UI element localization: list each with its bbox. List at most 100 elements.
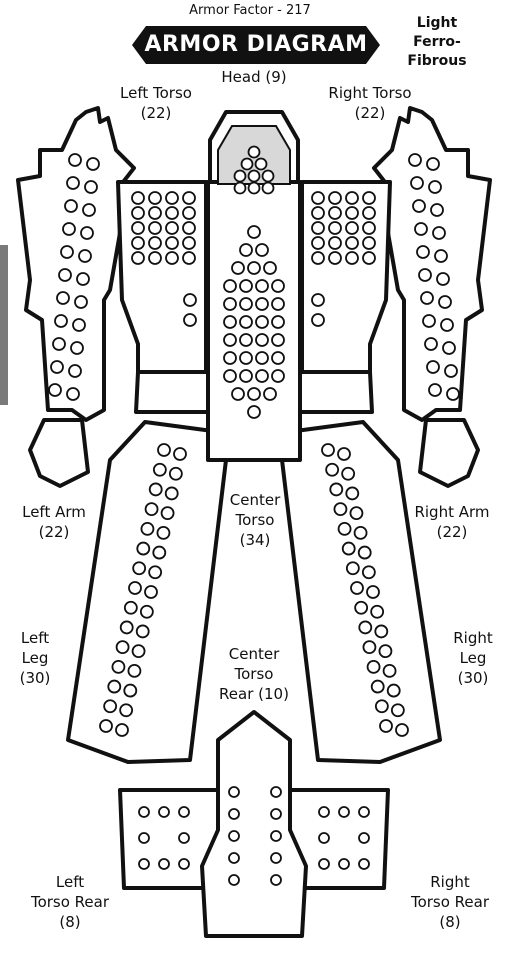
left-arm-armor-pip[interactable] [49,384,61,396]
left-torso-armor-pip[interactable] [166,252,178,264]
left-leg-armor-pip[interactable] [141,523,153,535]
left-torso-armor-pip[interactable] [149,192,161,204]
left-arm-armor-pip[interactable] [71,342,83,354]
center-torso-armor-pip[interactable] [224,352,236,364]
right-arm-armor-pip[interactable] [423,315,435,327]
head-armor-pip[interactable] [263,183,274,194]
right-arm-armor-pip[interactable] [413,200,425,212]
left-leg-armor-pip[interactable] [100,720,112,732]
left-arm-armor-pip[interactable] [55,315,67,327]
right-torso-armor-pip[interactable] [363,222,375,234]
right-leg-armor-pip[interactable] [375,625,387,637]
left-leg-armor-pip[interactable] [120,704,132,716]
head-armor-pip[interactable] [249,171,260,182]
head-armor-pip[interactable] [242,159,253,170]
left-torso-rear-armor-pip[interactable] [139,859,149,869]
left-torso-armor-pip[interactable] [184,294,196,306]
left-leg-armor-pip[interactable] [112,661,124,673]
left-torso-armor-pip[interactable] [184,314,196,326]
center-torso-armor-pip[interactable] [272,316,284,328]
right-leg-armor-pip[interactable] [359,621,371,633]
left-leg-armor-pip[interactable] [121,621,133,633]
center-torso-armor-pip[interactable] [240,370,252,382]
center-torso-armor-pip[interactable] [256,298,268,310]
left-arm-armor-pip[interactable] [53,338,65,350]
left-leg-armor-pip[interactable] [150,483,162,495]
right-leg-armor-pip[interactable] [351,582,363,594]
right-leg-armor-pip[interactable] [359,547,371,559]
right-leg-armor-pip[interactable] [334,503,346,515]
right-torso-armor-pip[interactable] [329,252,341,264]
left-torso-armor-pip[interactable] [149,207,161,219]
right-arm-armor-pip[interactable] [433,227,445,239]
right-leg-armor-pip[interactable] [350,507,362,519]
left-leg-armor-pip[interactable] [154,464,166,476]
right-arm-armor-pip[interactable] [429,181,441,193]
left-arm-armor-pip[interactable] [77,273,89,285]
right-torso-rear-armor-pip[interactable] [359,859,369,869]
left-torso-armor-pip[interactable] [149,222,161,234]
left-arm-armor-pip[interactable] [51,361,63,373]
right-leg-armor-pip[interactable] [371,606,383,618]
right-arm-armor-pip[interactable] [435,250,447,262]
center-torso-armor-pip[interactable] [224,334,236,346]
left-torso-rear-armor-pip[interactable] [179,807,189,817]
left-leg-armor-pip[interactable] [125,602,137,614]
left-leg-armor-pip[interactable] [157,527,169,539]
center-torso-armor-pip[interactable] [272,352,284,364]
center-torso-armor-pip[interactable] [272,280,284,292]
center-torso-rear-armor-pip[interactable] [229,875,239,885]
left-torso-armor-pip[interactable] [183,252,195,264]
left-leg-armor-pip[interactable] [146,503,158,515]
right-arm-armor-pip[interactable] [427,158,439,170]
right-torso-armor-pip[interactable] [346,207,358,219]
right-torso-armor-pip[interactable] [329,207,341,219]
left-arm-armor-pip[interactable] [69,365,81,377]
left-torso-rear-armor-pip[interactable] [139,807,149,817]
left-arm-armor-pip[interactable] [75,296,87,308]
right-arm-armor-pip[interactable] [409,154,421,166]
center-torso-armor-pip[interactable] [224,316,236,328]
head-armor-pip[interactable] [249,183,260,194]
right-torso-armor-pip[interactable] [312,192,324,204]
right-arm-armor-pip[interactable] [411,177,423,189]
left-arm-armor-pip[interactable] [67,177,79,189]
left-torso-rear-armor-pip[interactable] [159,807,169,817]
right-torso-rear-armor-pip[interactable] [339,859,349,869]
left-torso-armor-pip[interactable] [183,192,195,204]
right-torso-rear-armor-pip[interactable] [359,807,369,817]
right-torso-armor-pip[interactable] [312,252,324,264]
right-leg-armor-pip[interactable] [376,700,388,712]
head-armor-pip[interactable] [235,183,246,194]
left-leg-armor-pip[interactable] [108,681,120,693]
right-torso-rear-armor-pip[interactable] [339,807,349,817]
left-torso-armor-pip[interactable] [132,252,144,264]
right-torso-armor-pip[interactable] [363,207,375,219]
left-leg-armor-pip[interactable] [158,444,170,456]
right-leg-armor-pip[interactable] [355,527,367,539]
right-leg-armor-pip[interactable] [363,641,375,653]
center-torso-armor-pip[interactable] [264,388,276,400]
center-torso-armor-pip[interactable] [256,370,268,382]
left-arm-armor-pip[interactable] [65,200,77,212]
right-torso-armor-pip[interactable] [312,207,324,219]
right-leg-armor-pip[interactable] [367,586,379,598]
center-torso-armor-pip[interactable] [240,298,252,310]
left-torso-armor-pip[interactable] [149,252,161,264]
left-leg-armor-pip[interactable] [174,448,186,460]
center-torso-armor-pip[interactable] [232,262,244,274]
right-leg-armor-pip[interactable] [326,464,338,476]
center-torso-armor-pip[interactable] [240,352,252,364]
left-leg-armor-pip[interactable] [141,606,153,618]
right-torso-rear-armor-pip[interactable] [359,833,369,843]
right-torso-armor-pip[interactable] [329,237,341,249]
left-torso-armor-pip[interactable] [149,237,161,249]
left-arm-armor-pip[interactable] [73,319,85,331]
right-leg-armor-pip[interactable] [379,645,391,657]
center-torso-rear-armor-pip[interactable] [229,809,239,819]
right-arm-armor-pip[interactable] [419,269,431,281]
left-torso-rear-armor-pip[interactable] [139,833,149,843]
left-torso-armor-pip[interactable] [183,207,195,219]
left-leg-armor-pip[interactable] [162,507,174,519]
right-torso-armor-pip[interactable] [346,252,358,264]
